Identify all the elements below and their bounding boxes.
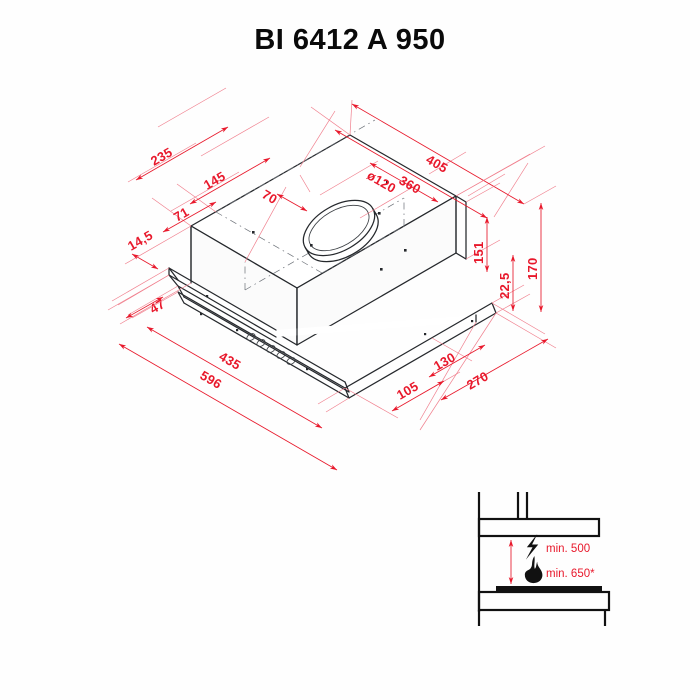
electric-clearance-label: min. 500: [546, 543, 590, 555]
dim-596: 596: [198, 368, 225, 392]
dimension-group-right: 151 22,5 170: [455, 145, 557, 314]
dim-145: 145: [201, 168, 228, 192]
dim-235: 235: [148, 144, 175, 168]
lightning-bolt-icon: [525, 534, 539, 560]
frame-dots: [200, 295, 474, 336]
dimension-group-70: 70: [244, 174, 311, 263]
dim-14-5: 14,5: [125, 227, 155, 253]
dim-170: 170: [525, 257, 540, 280]
dim-22-5: 22,5: [497, 272, 512, 299]
hob-plate: [496, 586, 602, 592]
hood-box: [477, 517, 601, 538]
dim-405: 405: [424, 152, 451, 176]
installation-diagram: min. 500 min. 650*: [477, 492, 611, 626]
dim-130: 130: [431, 349, 458, 373]
dim-151: 151: [471, 241, 486, 264]
duct-outlet-icon: [302, 199, 379, 263]
dim-71: 71: [171, 204, 192, 225]
page-title: BI 6412 A 950: [254, 24, 446, 56]
dim-105: 105: [394, 378, 421, 402]
dim-270: 270: [464, 368, 491, 392]
dim-47: 47: [147, 296, 168, 317]
flame-icon: [524, 556, 543, 584]
dim-70: 70: [260, 187, 281, 208]
gas-clearance-label: min. 650*: [546, 568, 595, 580]
counter-box: [477, 590, 611, 612]
